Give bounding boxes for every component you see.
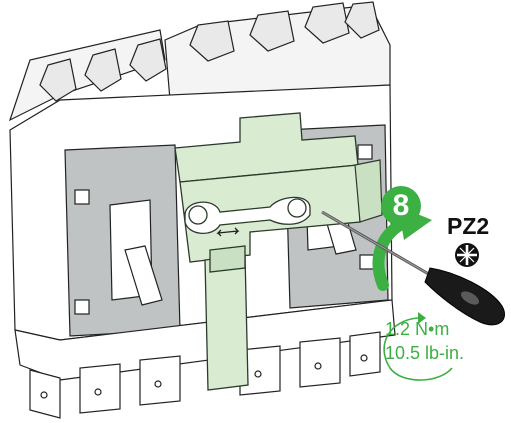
terminal-screws: [40, 354, 368, 399]
torque-metric-label: 1.2 N•m: [385, 319, 450, 339]
upper-terminal-fins: [39, 1, 380, 102]
step-number-badge: 8: [381, 186, 421, 226]
plate-side-tab: [354, 159, 383, 223]
bit-type-label: PZ2: [447, 213, 490, 239]
torque-arc-icon: [383, 312, 453, 381]
screwdriver-icon: [321, 210, 505, 326]
pozidriv-icon: [455, 243, 479, 267]
lower-terminals: [29, 331, 381, 419]
locking-plate: [174, 112, 361, 391]
torque-imperial-label: 10.5 lb-in.: [385, 343, 465, 363]
